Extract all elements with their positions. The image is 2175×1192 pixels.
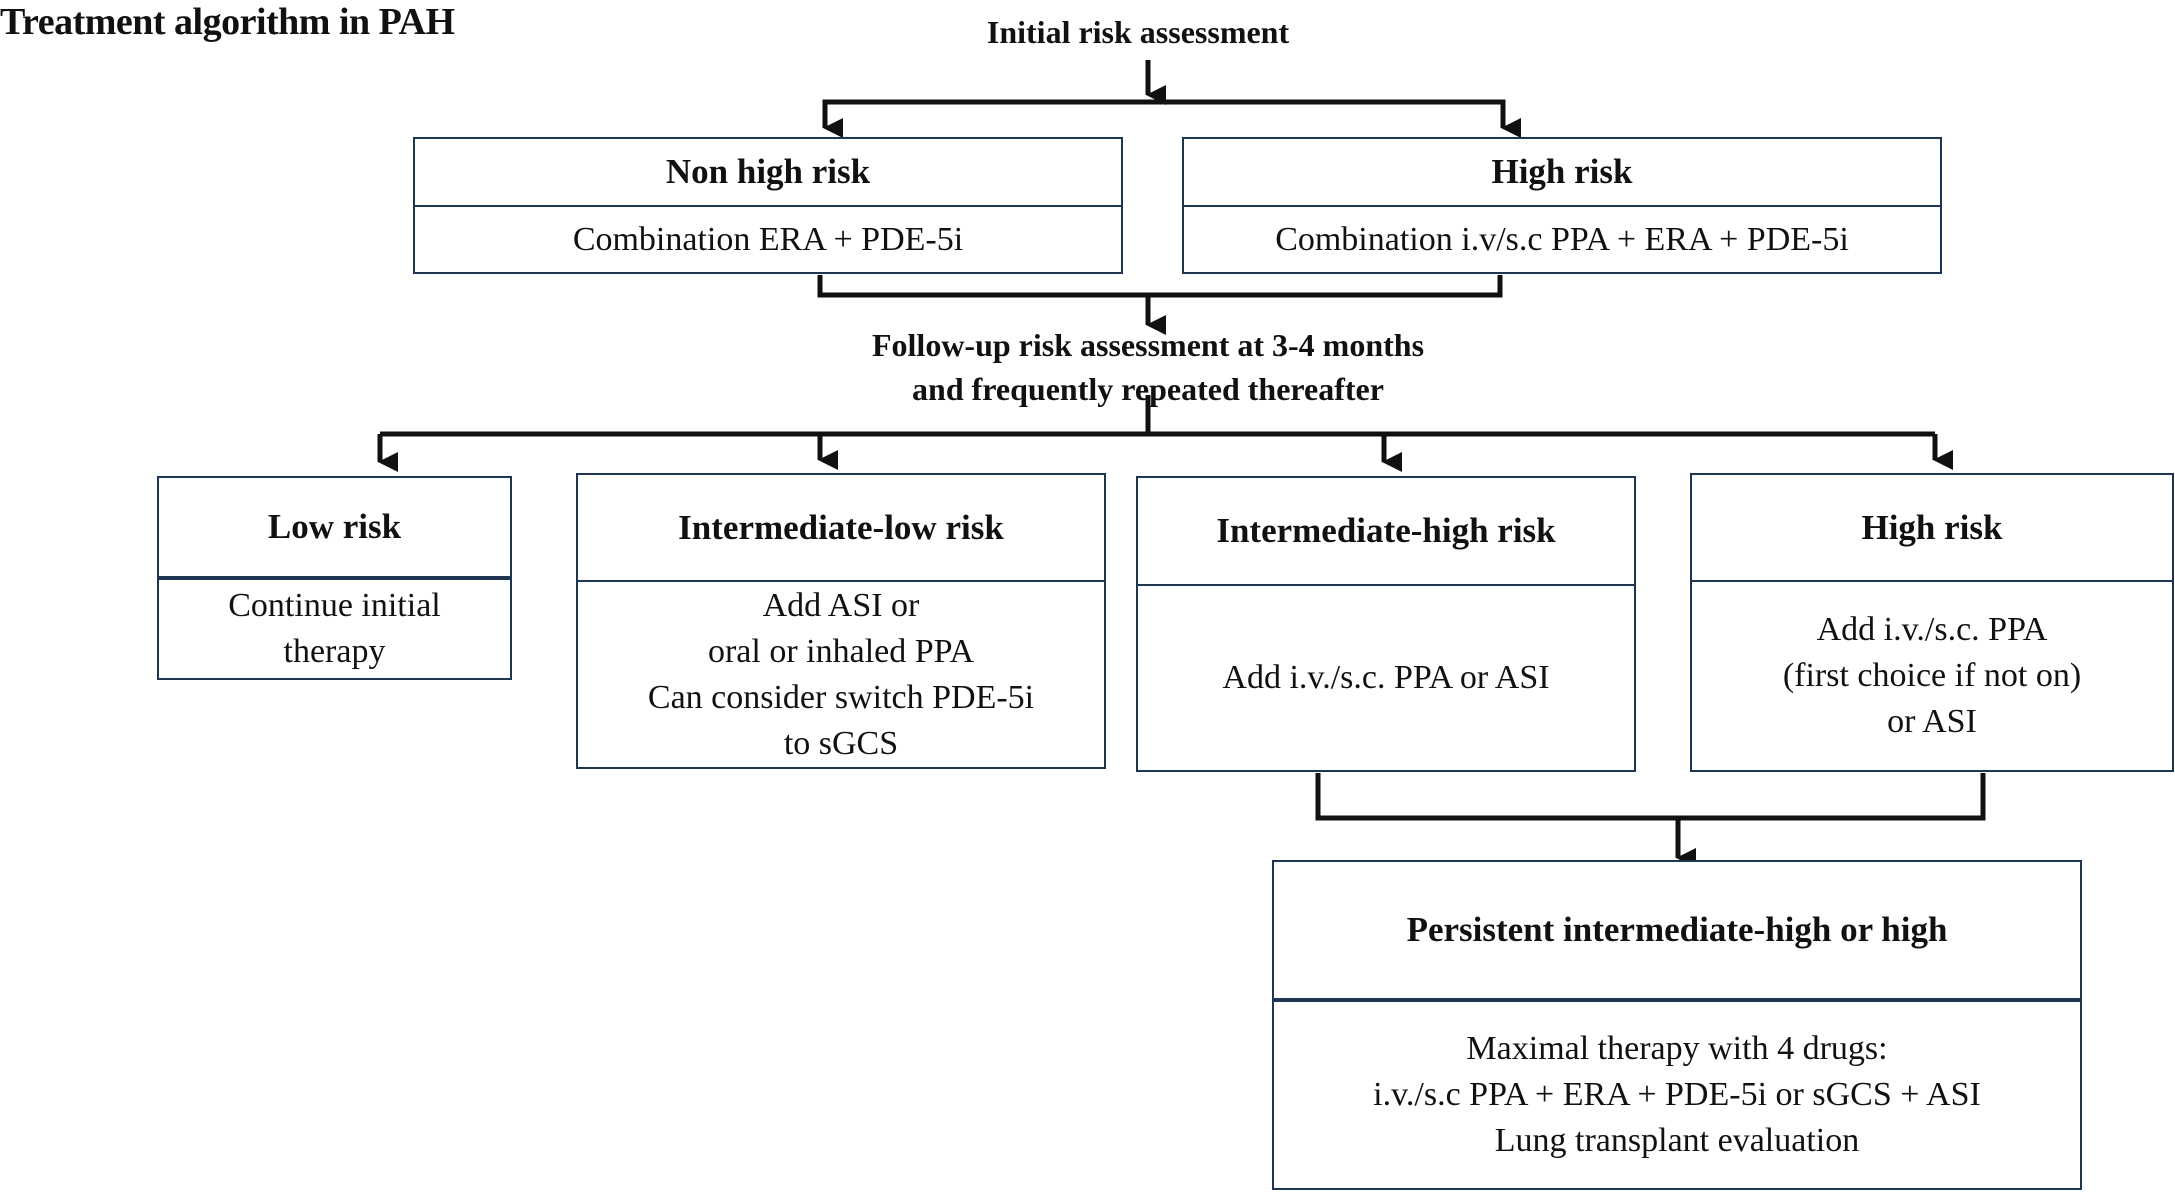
followup-assessment-label: Follow-up risk assessment at 3-4 months …	[748, 323, 1548, 411]
int-low-line-2: oral or inhaled PPA	[707, 632, 974, 670]
high-risk-2-title: High risk	[1692, 475, 2172, 582]
non-high-risk-box: Non high risk Combination ERA + PDE-5i	[413, 137, 1123, 274]
intermediate-high-risk-therapy: Add i.v./s.c. PPA or ASI	[1138, 586, 1634, 770]
high-risk-title: High risk	[1184, 139, 1940, 207]
branch-line-top	[822, 99, 1506, 127]
int-low-line-4: to sGCS	[783, 724, 899, 762]
high-risk-therapy: Combination i.v/s.c PPA + ERA + PDE-5i	[1275, 220, 1849, 258]
intermediate-high-risk-title: Intermediate-high risk	[1138, 478, 1634, 586]
int-low-line-3: Can consider switch PDE-5i	[647, 678, 1035, 716]
followup-line-2: and frequently repeated thereafter	[912, 371, 1384, 407]
intermediate-high-risk-box: Intermediate-high risk Add i.v./s.c. PPA…	[1136, 476, 1636, 772]
intermediate-low-risk-title: Intermediate-low risk	[578, 475, 1104, 582]
initial-risk-assessment-label: Initial risk assessment	[986, 14, 1290, 50]
merge-line-top	[817, 275, 1503, 298]
low-risk-line-1: Continue initial	[228, 587, 441, 624]
persistent-line-1: Maximal therapy with 4 drugs:	[1466, 1030, 1888, 1067]
high-risk-box: High risk Combination i.v/s.c PPA + ERA …	[1182, 137, 1942, 274]
high-risk-2-therapy: Add i.v./s.c. PPA (first choice if not o…	[1692, 582, 2172, 770]
int-high-line-1: Add i.v./s.c. PPA or ASI	[1222, 659, 1550, 696]
persistent-title: Persistent intermediate-high or high	[1274, 862, 2080, 1002]
followup-line-1: Follow-up risk assessment at 3-4 months	[871, 327, 1425, 363]
merge-line-bottom	[1315, 773, 1986, 821]
intermediate-low-risk-therapy: Add ASI or oral or inhaled PPA Can consi…	[578, 582, 1104, 767]
non-high-risk-title: Non high risk	[415, 139, 1121, 207]
page-title: Treatment algorithm in PAH	[0, 1, 455, 43]
high-risk-2-box: High risk Add i.v./s.c. PPA (first choic…	[1690, 473, 2174, 772]
low-risk-therapy: Continue initial therapy	[159, 580, 510, 678]
persistent-therapy: Maximal therapy with 4 drugs: i.v./s.c P…	[1274, 1002, 2080, 1188]
persistent-line-2: i.v./s.c PPA + ERA + PDE-5i or sGCS + AS…	[1373, 1076, 1981, 1113]
low-risk-title: Low risk	[159, 478, 510, 580]
high-2-line-3: or ASI	[1887, 703, 1977, 740]
intermediate-low-risk-box: Intermediate-low risk Add ASI or oral or…	[576, 473, 1106, 769]
low-risk-line-2: therapy	[283, 633, 386, 670]
int-low-line-1: Add ASI or	[762, 586, 920, 624]
persistent-box: Persistent intermediate-high or high Max…	[1272, 860, 2082, 1190]
low-risk-box: Low risk Continue initial therapy	[157, 476, 512, 680]
non-high-risk-therapy: Combination ERA + PDE-5i	[572, 220, 964, 258]
high-2-line-2: (first choice if not on)	[1782, 657, 2082, 694]
persistent-line-3: Lung transplant evaluation	[1494, 1122, 1860, 1159]
high-2-line-1: Add i.v./s.c. PPA	[1816, 611, 2048, 648]
